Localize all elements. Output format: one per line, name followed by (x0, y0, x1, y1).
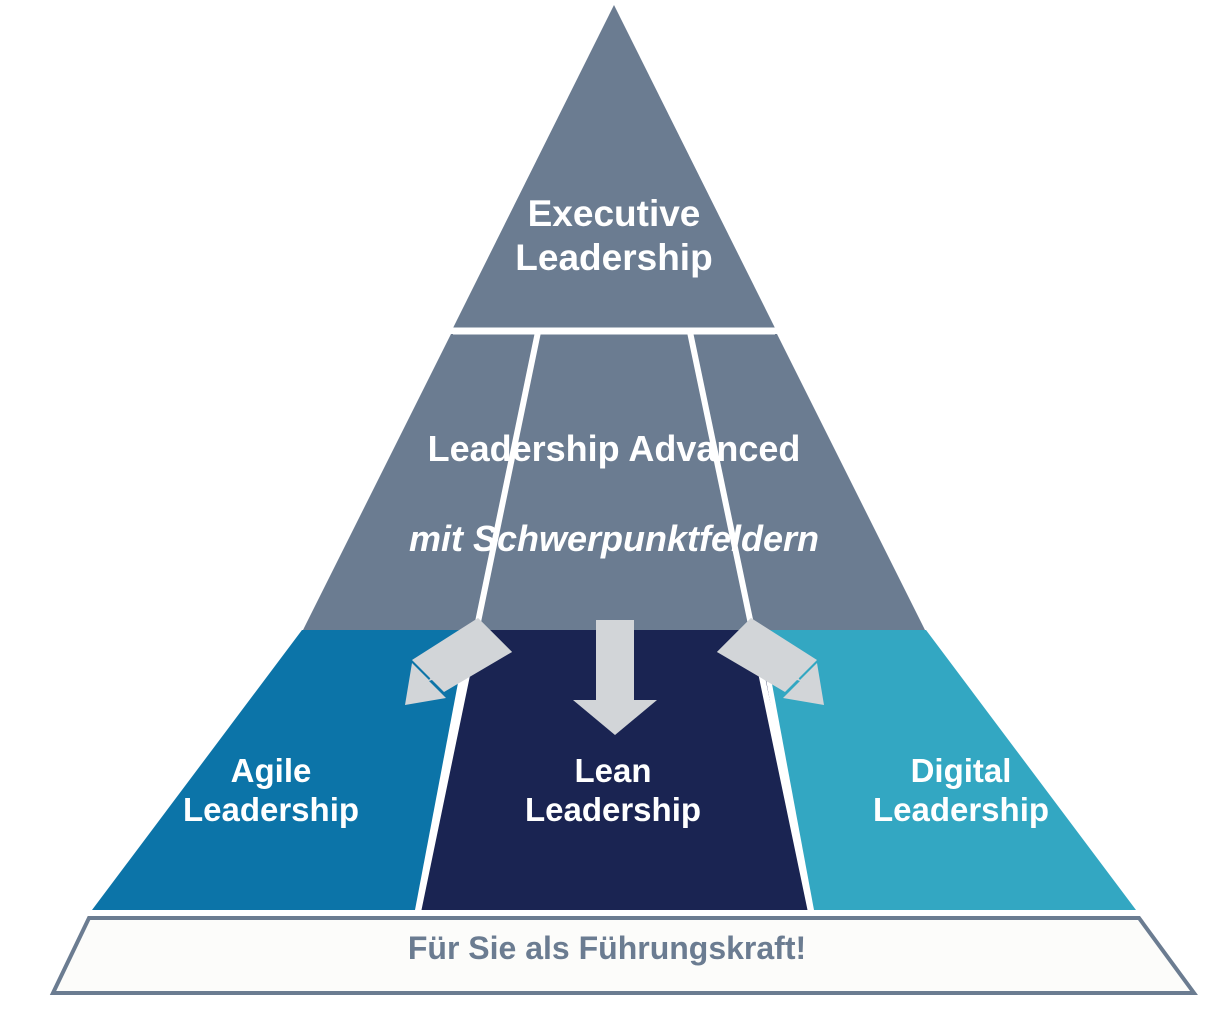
pyramid-segment-lean[interactable] (421, 630, 808, 910)
footer-banner[interactable] (49, 916, 1198, 995)
pyramid-segment-agile[interactable] (92, 630, 468, 910)
arrow-to-agile-shaft (412, 618, 512, 692)
pyramid-level-executive[interactable] (453, 5, 775, 328)
pyramid-level-advanced[interactable] (303, 334, 925, 630)
arrow-to-lean-icon (573, 620, 657, 735)
arrow-to-digital-icon (717, 618, 824, 705)
pyramid-segment-digital[interactable] (762, 630, 1136, 910)
